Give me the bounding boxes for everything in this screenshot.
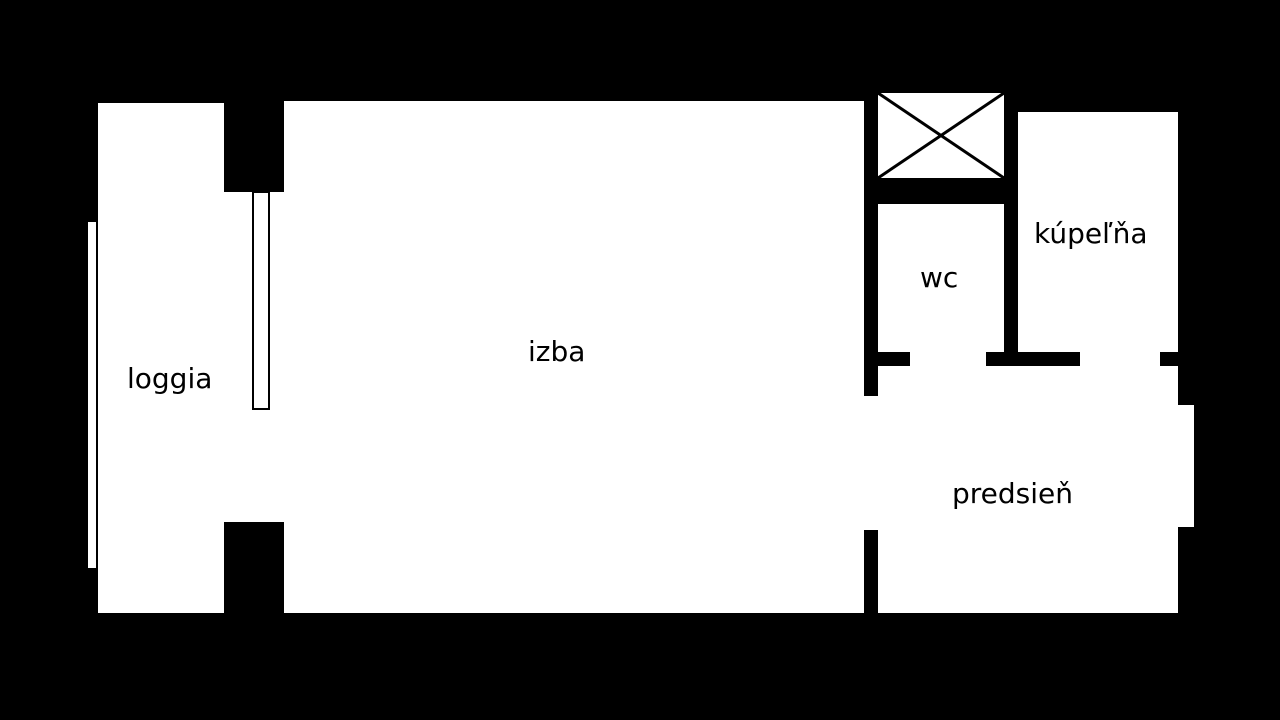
wall-wc-bottom-left — [864, 352, 910, 366]
doorway-kupelna — [1080, 352, 1160, 366]
room-label-wc: wc — [920, 261, 959, 294]
loggia-window-glass — [88, 222, 96, 568]
wall-izba-right — [864, 93, 878, 396]
room-label-loggia: loggia — [127, 362, 213, 395]
kupelna-floor — [1018, 112, 1178, 364]
floor-areas — [98, 101, 1194, 613]
wall-wc-kupelna — [1004, 93, 1018, 365]
wc-floor — [878, 204, 1004, 364]
wall-wc-bottom-right — [986, 352, 1080, 366]
entrance-opening — [1178, 405, 1194, 527]
room-label-predsien: predsieň — [952, 477, 1074, 510]
shaft-cross-icon — [877, 91, 1005, 180]
balcony-door — [252, 191, 270, 410]
room-label-kupelna: kúpeľňa — [1034, 217, 1148, 250]
wall-izba-right-lower — [864, 530, 878, 614]
wall-shaft-bottom — [864, 178, 1018, 204]
pillar-bottom — [224, 522, 284, 614]
room-label-izba: izba — [528, 335, 586, 368]
wall-outer-right-top — [1178, 101, 1194, 405]
shaft-cross-line-2 — [877, 91, 1005, 180]
wall-kupelna-bottom-right — [1160, 352, 1180, 366]
doorway-izba-predsien — [862, 396, 880, 530]
loggia-floor — [98, 103, 226, 613]
wall-outer-right-bottom — [1178, 527, 1194, 627]
pillar-top — [224, 103, 284, 192]
doorway-wc — [908, 352, 986, 366]
predsien-floor — [864, 364, 1178, 613]
izba-main-floor — [284, 101, 864, 613]
loggia-window — [86, 218, 98, 572]
walls — [224, 93, 1194, 627]
